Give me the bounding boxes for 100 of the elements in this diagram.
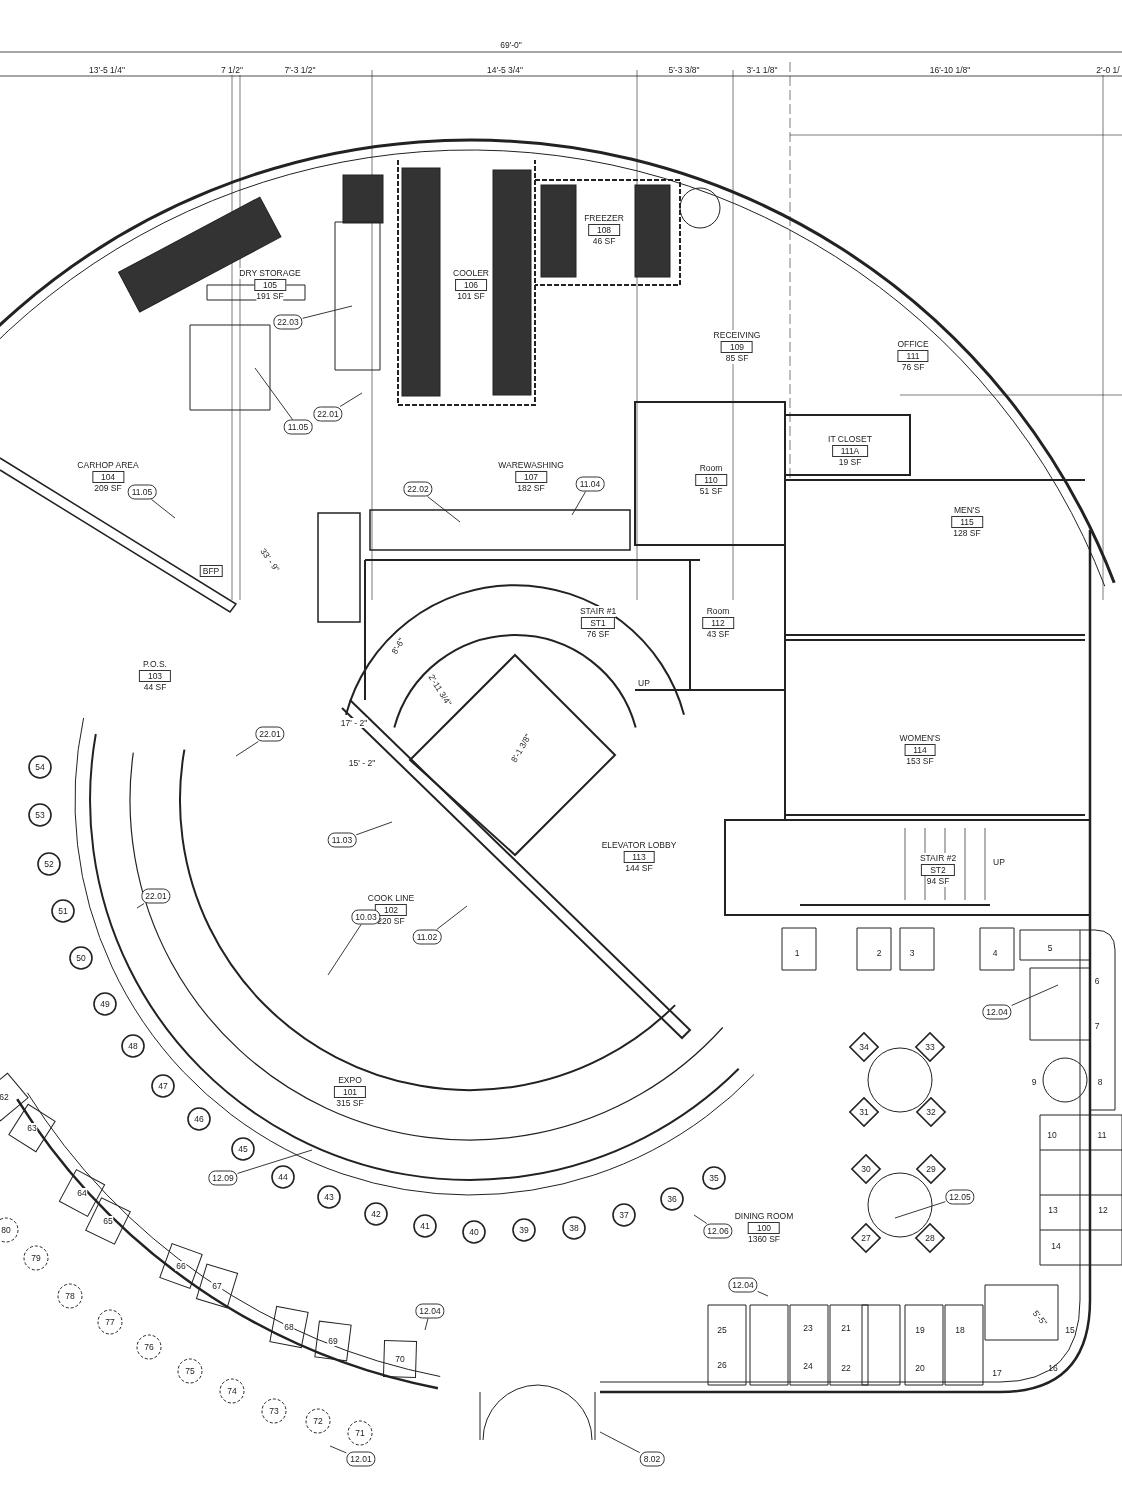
leader-line: [151, 499, 176, 519]
seat-number: 75: [185, 1366, 195, 1376]
callout-tag: 11.05: [283, 419, 313, 435]
room-area: 76 SF: [586, 629, 610, 640]
seat-number: 48: [128, 1041, 138, 1051]
room-number: 108: [587, 224, 621, 236]
callout-tag: 12.06: [703, 1223, 733, 1239]
seat-number: 24: [803, 1361, 813, 1371]
stair-direction-text: UP: [993, 857, 1005, 867]
room-number: 104: [91, 471, 125, 483]
seat-number: 79: [31, 1253, 41, 1263]
seat-number: 72: [313, 1416, 323, 1426]
room-number: 110: [695, 474, 727, 486]
room-area: 128 SF: [953, 528, 981, 539]
seat-number: 9: [1031, 1077, 1037, 1087]
seat-number: 51: [58, 906, 68, 916]
room-area: 19 SF: [838, 457, 862, 468]
room-number: 111A: [831, 445, 869, 457]
seat-number: 41: [420, 1221, 430, 1231]
room-name: COOK LINE: [367, 893, 415, 904]
callout-tag: 12.01: [346, 1451, 376, 1467]
room-name: P.O.S.: [143, 659, 167, 670]
room-area: 191 SF: [256, 291, 284, 302]
room-name: STAIR #1: [579, 606, 617, 617]
dimension-text: 14'-5 3/4": [486, 65, 524, 75]
seat-number: 67: [211, 1281, 223, 1291]
room-name: WOMEN'S: [899, 733, 941, 744]
room-area: 101 SF: [457, 291, 485, 302]
seat-number: 14: [1051, 1241, 1061, 1251]
dimension-text: 7 1/2": [220, 65, 244, 75]
room-number: 103: [138, 670, 172, 682]
leader-line: [693, 1214, 708, 1224]
room-number: 111: [897, 350, 929, 362]
seat-number: 52: [44, 859, 54, 869]
callout-tag: 11.05: [127, 484, 157, 500]
leader-line: [1011, 984, 1059, 1006]
room-area: 220 SF: [377, 916, 405, 927]
callout-tag: 12.05: [945, 1189, 975, 1205]
seat-number: 39: [519, 1225, 529, 1235]
callout-tag: 11.02: [412, 929, 442, 945]
leader-line: [237, 1149, 313, 1174]
seat-number: 25: [717, 1325, 727, 1335]
seat-number: 1: [794, 948, 800, 958]
seat-number: 54: [35, 762, 45, 772]
seat-number: 17: [992, 1368, 1002, 1378]
room-number: 100: [747, 1222, 781, 1234]
leader-line: [436, 905, 468, 930]
seat-number: 64: [76, 1188, 88, 1198]
room-area: 51 SF: [699, 486, 723, 497]
seat-number: 28: [925, 1233, 935, 1243]
room-name: STAIR #2: [919, 853, 957, 864]
seat-number: 77: [105, 1317, 115, 1327]
seat-number: 53: [35, 810, 45, 820]
room-number: 115: [951, 516, 983, 528]
seat-number: 34: [859, 1042, 869, 1052]
room-name: ELEVATOR LOBBY: [601, 840, 677, 851]
leader-line: [424, 1318, 429, 1331]
room-number: 101: [333, 1086, 367, 1098]
leader-line: [136, 903, 145, 909]
seat-number: 13: [1048, 1205, 1058, 1215]
room-area: 315 SF: [336, 1098, 364, 1109]
room-area: 76 SF: [901, 362, 925, 373]
callout-tag: 12.09: [208, 1170, 238, 1186]
seat-number: 8: [1097, 1077, 1103, 1087]
seat-number: 22: [841, 1363, 851, 1373]
seat-number: 4: [992, 948, 998, 958]
room-number: 107: [514, 471, 548, 483]
room-area: 182 SF: [517, 483, 545, 494]
seat-number: 16: [1048, 1363, 1058, 1373]
seat-number: 44: [278, 1172, 288, 1182]
dimension-text: 17' - 2": [339, 718, 369, 728]
seat-number: 2: [876, 948, 882, 958]
seat-number: 42: [371, 1209, 381, 1219]
seat-number: 76: [144, 1342, 154, 1352]
leader-line: [571, 491, 587, 516]
dimension-text: 16'-10 1/8": [928, 65, 972, 75]
dimension-text: 13'-5 1/4": [88, 65, 126, 75]
callout-tag: 11.04: [575, 476, 605, 492]
callout-tag: 22.01: [141, 888, 171, 904]
seat-number: 37: [619, 1210, 629, 1220]
seat-number: 38: [569, 1223, 579, 1233]
room-number: ST1: [581, 617, 615, 629]
callout-tag: 22.03: [273, 314, 303, 330]
seat-number: 65: [102, 1216, 114, 1226]
callout-tag: 22.02: [403, 481, 433, 497]
seat-number: 43: [324, 1192, 334, 1202]
seat-number: 74: [227, 1386, 237, 1396]
dimension-text: 2'-0 1/: [1095, 65, 1121, 75]
seat-number: 7: [1094, 1021, 1100, 1031]
leader-line: [302, 305, 353, 319]
dimension-text: 69'-0": [499, 40, 523, 50]
dimension-text: 5'-3 3/8": [667, 65, 701, 75]
dimension-text: 3'-1 1/8": [745, 65, 779, 75]
seat-number: 66: [175, 1261, 187, 1271]
seat-number: 29: [926, 1164, 936, 1174]
seat-number: 73: [269, 1406, 279, 1416]
seat-number: 78: [65, 1291, 75, 1301]
seat-number: 27: [861, 1233, 871, 1243]
callout-tag: 12.04: [982, 1004, 1012, 1020]
seat-number: 70: [394, 1354, 406, 1364]
